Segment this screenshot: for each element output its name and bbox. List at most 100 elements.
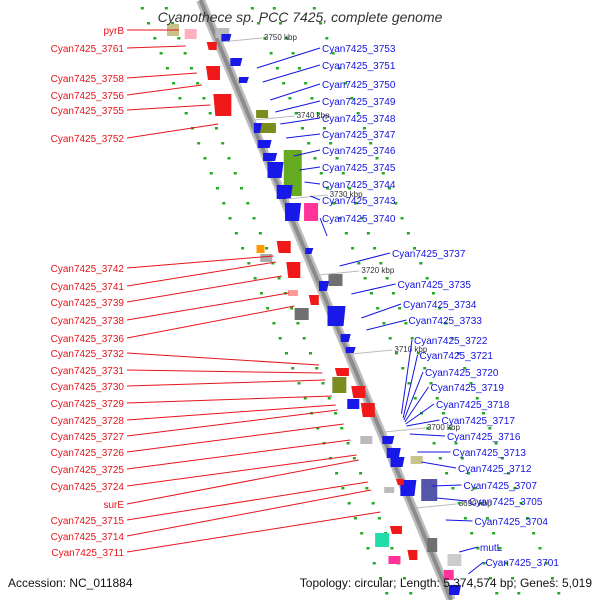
- gene-arrow: [345, 347, 356, 353]
- track-dot: [258, 232, 262, 235]
- right-gene-label: Cyan7425_3745: [322, 163, 396, 174]
- track-dot: [275, 67, 279, 70]
- gene-block: [421, 479, 438, 501]
- right-label-line: [270, 83, 321, 101]
- left-label-line: [126, 369, 323, 374]
- track-dot: [469, 382, 473, 385]
- track-dot: [382, 322, 386, 325]
- track-dot: [419, 262, 423, 265]
- gene-arrow: [305, 248, 314, 254]
- track-dot: [372, 562, 376, 565]
- track-dot: [325, 37, 329, 40]
- track-dot: [492, 532, 496, 535]
- track-dot: [269, 52, 273, 55]
- track-dot: [337, 67, 341, 70]
- right-gene-label: Cyan7425_3750: [322, 80, 396, 91]
- gene-block: [447, 554, 462, 566]
- left-gene-label: Cyan7425_3732: [51, 349, 125, 360]
- gene-arrow: [390, 457, 405, 467]
- left-label-line: [126, 409, 338, 437]
- gene-block: [287, 290, 298, 296]
- track-dot: [444, 322, 448, 325]
- track-dot: [388, 187, 392, 190]
- track-dot: [360, 217, 364, 220]
- track-dot: [222, 202, 226, 205]
- track-dot: [202, 97, 206, 100]
- track-dot: [221, 142, 225, 145]
- track-dot: [351, 247, 355, 250]
- left-gene-label: Cyan7425_3758: [51, 74, 125, 85]
- gene-arrow: [263, 153, 278, 161]
- track-dot: [550, 577, 554, 580]
- right-label-line: [405, 403, 435, 425]
- track-dot: [257, 22, 261, 25]
- track-dot: [291, 367, 295, 370]
- track-dot: [482, 562, 486, 565]
- track-dot: [319, 22, 323, 25]
- right-label-line: [445, 519, 473, 522]
- right-gene-label: Cyan7425_3707: [464, 481, 538, 492]
- track-dot: [259, 292, 263, 295]
- track-dots: [140, 7, 561, 595]
- gene-arrow: [276, 185, 293, 199]
- track-dot: [404, 322, 408, 325]
- left-gene-label: Cyan7425_3730: [51, 382, 125, 393]
- track-dot: [360, 532, 364, 535]
- left-label-line: [126, 72, 198, 79]
- track-dot: [407, 382, 411, 385]
- track-dot: [494, 442, 498, 445]
- track-dot: [227, 157, 231, 160]
- gene-arrow: [308, 295, 319, 305]
- right-label-line: [275, 100, 321, 113]
- left-gene-label: Cyan7425_3761: [51, 44, 125, 55]
- track-dot: [197, 142, 201, 145]
- right-gene-label: Cyan7425_3719: [431, 383, 505, 394]
- right-label-line: [400, 339, 413, 415]
- track-dot: [277, 277, 281, 280]
- track-dot: [406, 232, 410, 235]
- track-dot: [278, 337, 282, 340]
- track-dot: [500, 457, 504, 460]
- kbp-tick: [351, 349, 393, 355]
- track-dot: [475, 397, 479, 400]
- track-dot: [316, 112, 320, 115]
- left-gene-label: Cyan7425_3729: [51, 399, 125, 410]
- track-dot: [366, 232, 370, 235]
- gene-block: [260, 254, 273, 262]
- genome-backbone: [196, 0, 456, 600]
- kbp-tick: [383, 427, 426, 433]
- left-gene-label: Cyan7425_3725: [51, 465, 125, 476]
- right-gene-label: Cyan7425_3753: [322, 44, 396, 55]
- track-dot: [233, 172, 237, 175]
- track-dot: [321, 382, 325, 385]
- right-label-line: [351, 283, 396, 295]
- track-dot: [153, 37, 157, 40]
- gene-block: [384, 487, 395, 493]
- track-dot: [252, 217, 256, 220]
- track-dot: [209, 172, 213, 175]
- track-dot: [313, 157, 317, 160]
- right-gene-label: Cyan7425_3735: [398, 280, 472, 291]
- track-dot: [334, 412, 338, 415]
- track-dot: [517, 592, 521, 595]
- gene-block: [360, 436, 373, 444]
- track-dot: [495, 592, 499, 595]
- gene-block: [328, 274, 343, 286]
- kbp-label: 3730 kbp: [330, 190, 363, 199]
- track-dot: [331, 52, 335, 55]
- gene-arrow: [449, 585, 461, 595]
- right-label-line: [436, 497, 468, 502]
- track-dot: [470, 532, 474, 535]
- left-label-line: [126, 481, 368, 521]
- left-gene-label: Cyan7425_3728: [51, 416, 125, 427]
- gene-arrow: [334, 368, 349, 376]
- gene-arrow: [276, 241, 291, 253]
- track-dot: [357, 262, 361, 265]
- track-dot: [250, 7, 254, 10]
- track-dot: [341, 487, 345, 490]
- track-dot: [340, 427, 344, 430]
- gene-arrow: [389, 526, 402, 534]
- right-label-line: [339, 252, 391, 267]
- gene-block: [294, 308, 309, 320]
